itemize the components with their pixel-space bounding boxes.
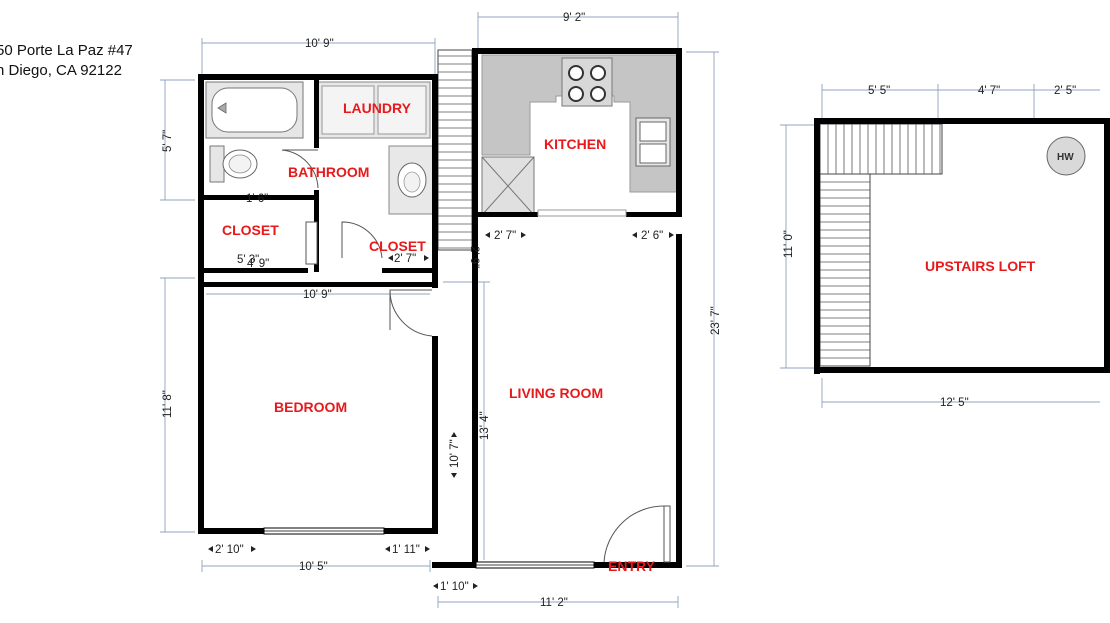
dim-loft-width: 12' 5" xyxy=(940,397,969,409)
bathroom-label: BATHROOM xyxy=(288,164,369,180)
loft-staircase xyxy=(819,123,943,367)
dim-living-sub-height: 10' 7" xyxy=(449,439,461,468)
dim-bedroom-bottom-right: 1' 11" xyxy=(392,544,420,556)
kitchen-sink-icon xyxy=(635,117,671,167)
water-heater-icon: HW xyxy=(1046,136,1086,176)
main-walls xyxy=(198,48,682,569)
dim-bedroom-top: 10' 9" xyxy=(303,289,332,301)
bathtub-icon xyxy=(205,81,304,139)
toilet-icon xyxy=(209,145,258,183)
closet-left-label: CLOSET xyxy=(222,222,279,238)
dim-kitchen-right: 2' 6" xyxy=(641,230,663,242)
upstairs-loft-label: UPSTAIRS LOFT xyxy=(925,258,1036,274)
stove-icon xyxy=(561,57,613,107)
loft-dimension-lines xyxy=(780,84,1100,408)
dim-bedroom-bottom-width: 10' 5" xyxy=(299,561,328,573)
water-heater-label: HW xyxy=(1057,152,1074,163)
dim-closet-left-a: 5' 3" xyxy=(237,254,259,266)
dim-top-kitchen: 9' 2" xyxy=(563,12,585,24)
loft-walls xyxy=(814,118,1110,374)
bedroom-label: BEDROOM xyxy=(274,399,347,415)
dim-closet-left-b: 4' 9" xyxy=(247,258,269,270)
dim-right-total: 23' 7" xyxy=(710,306,722,335)
dim-loft-seg1: 5' 5" xyxy=(868,85,890,97)
dim-bedroom-bottom-left: 2' 10" xyxy=(215,544,244,556)
entry-label: ENTRY xyxy=(608,558,656,574)
bathroom-sink-icon xyxy=(388,145,436,215)
dim-living-bottom-width: 11' 2" xyxy=(540,597,568,609)
dim-bath-small: 1' 6" xyxy=(246,193,268,205)
dim-closet-right: 2' 7" xyxy=(394,253,416,265)
dim-left-bath: 5' 7" xyxy=(162,130,174,152)
dimension-arrows xyxy=(208,232,674,589)
washer-dryer-icon xyxy=(317,81,431,139)
laundry-label: LAUNDRY xyxy=(343,100,412,116)
closet-right-label: CLOSET xyxy=(369,238,426,254)
dim-kitchen-left: 2' 7" xyxy=(494,230,516,242)
dimension-lines xyxy=(160,12,719,608)
doors xyxy=(281,149,671,563)
dim-left-bedroom: 11' 8" xyxy=(162,390,174,418)
dim-top-left: 10' 9" xyxy=(305,38,334,50)
address-line-2: n Diego, CA 92122 xyxy=(0,62,122,79)
living-room-label: LIVING ROOM xyxy=(509,385,603,401)
address-line-1: 50 Porte La Paz #47 xyxy=(0,42,133,59)
dim-loft-seg2: 4' 7" xyxy=(978,85,1000,97)
dim-loft-height: 11' 0" xyxy=(783,230,795,258)
refrigerator-icon xyxy=(481,156,535,216)
main-staircase xyxy=(437,49,473,251)
kitchen-label: KITCHEN xyxy=(544,136,606,152)
dim-loft-seg3: 2' 5" xyxy=(1054,85,1076,97)
dim-living-left-short: 2' 9" xyxy=(468,246,480,268)
dim-living-bottom-left: 1' 10" xyxy=(440,581,469,593)
dim-living-height: 13' 4" xyxy=(479,411,491,440)
kitchen-counters xyxy=(481,54,679,216)
